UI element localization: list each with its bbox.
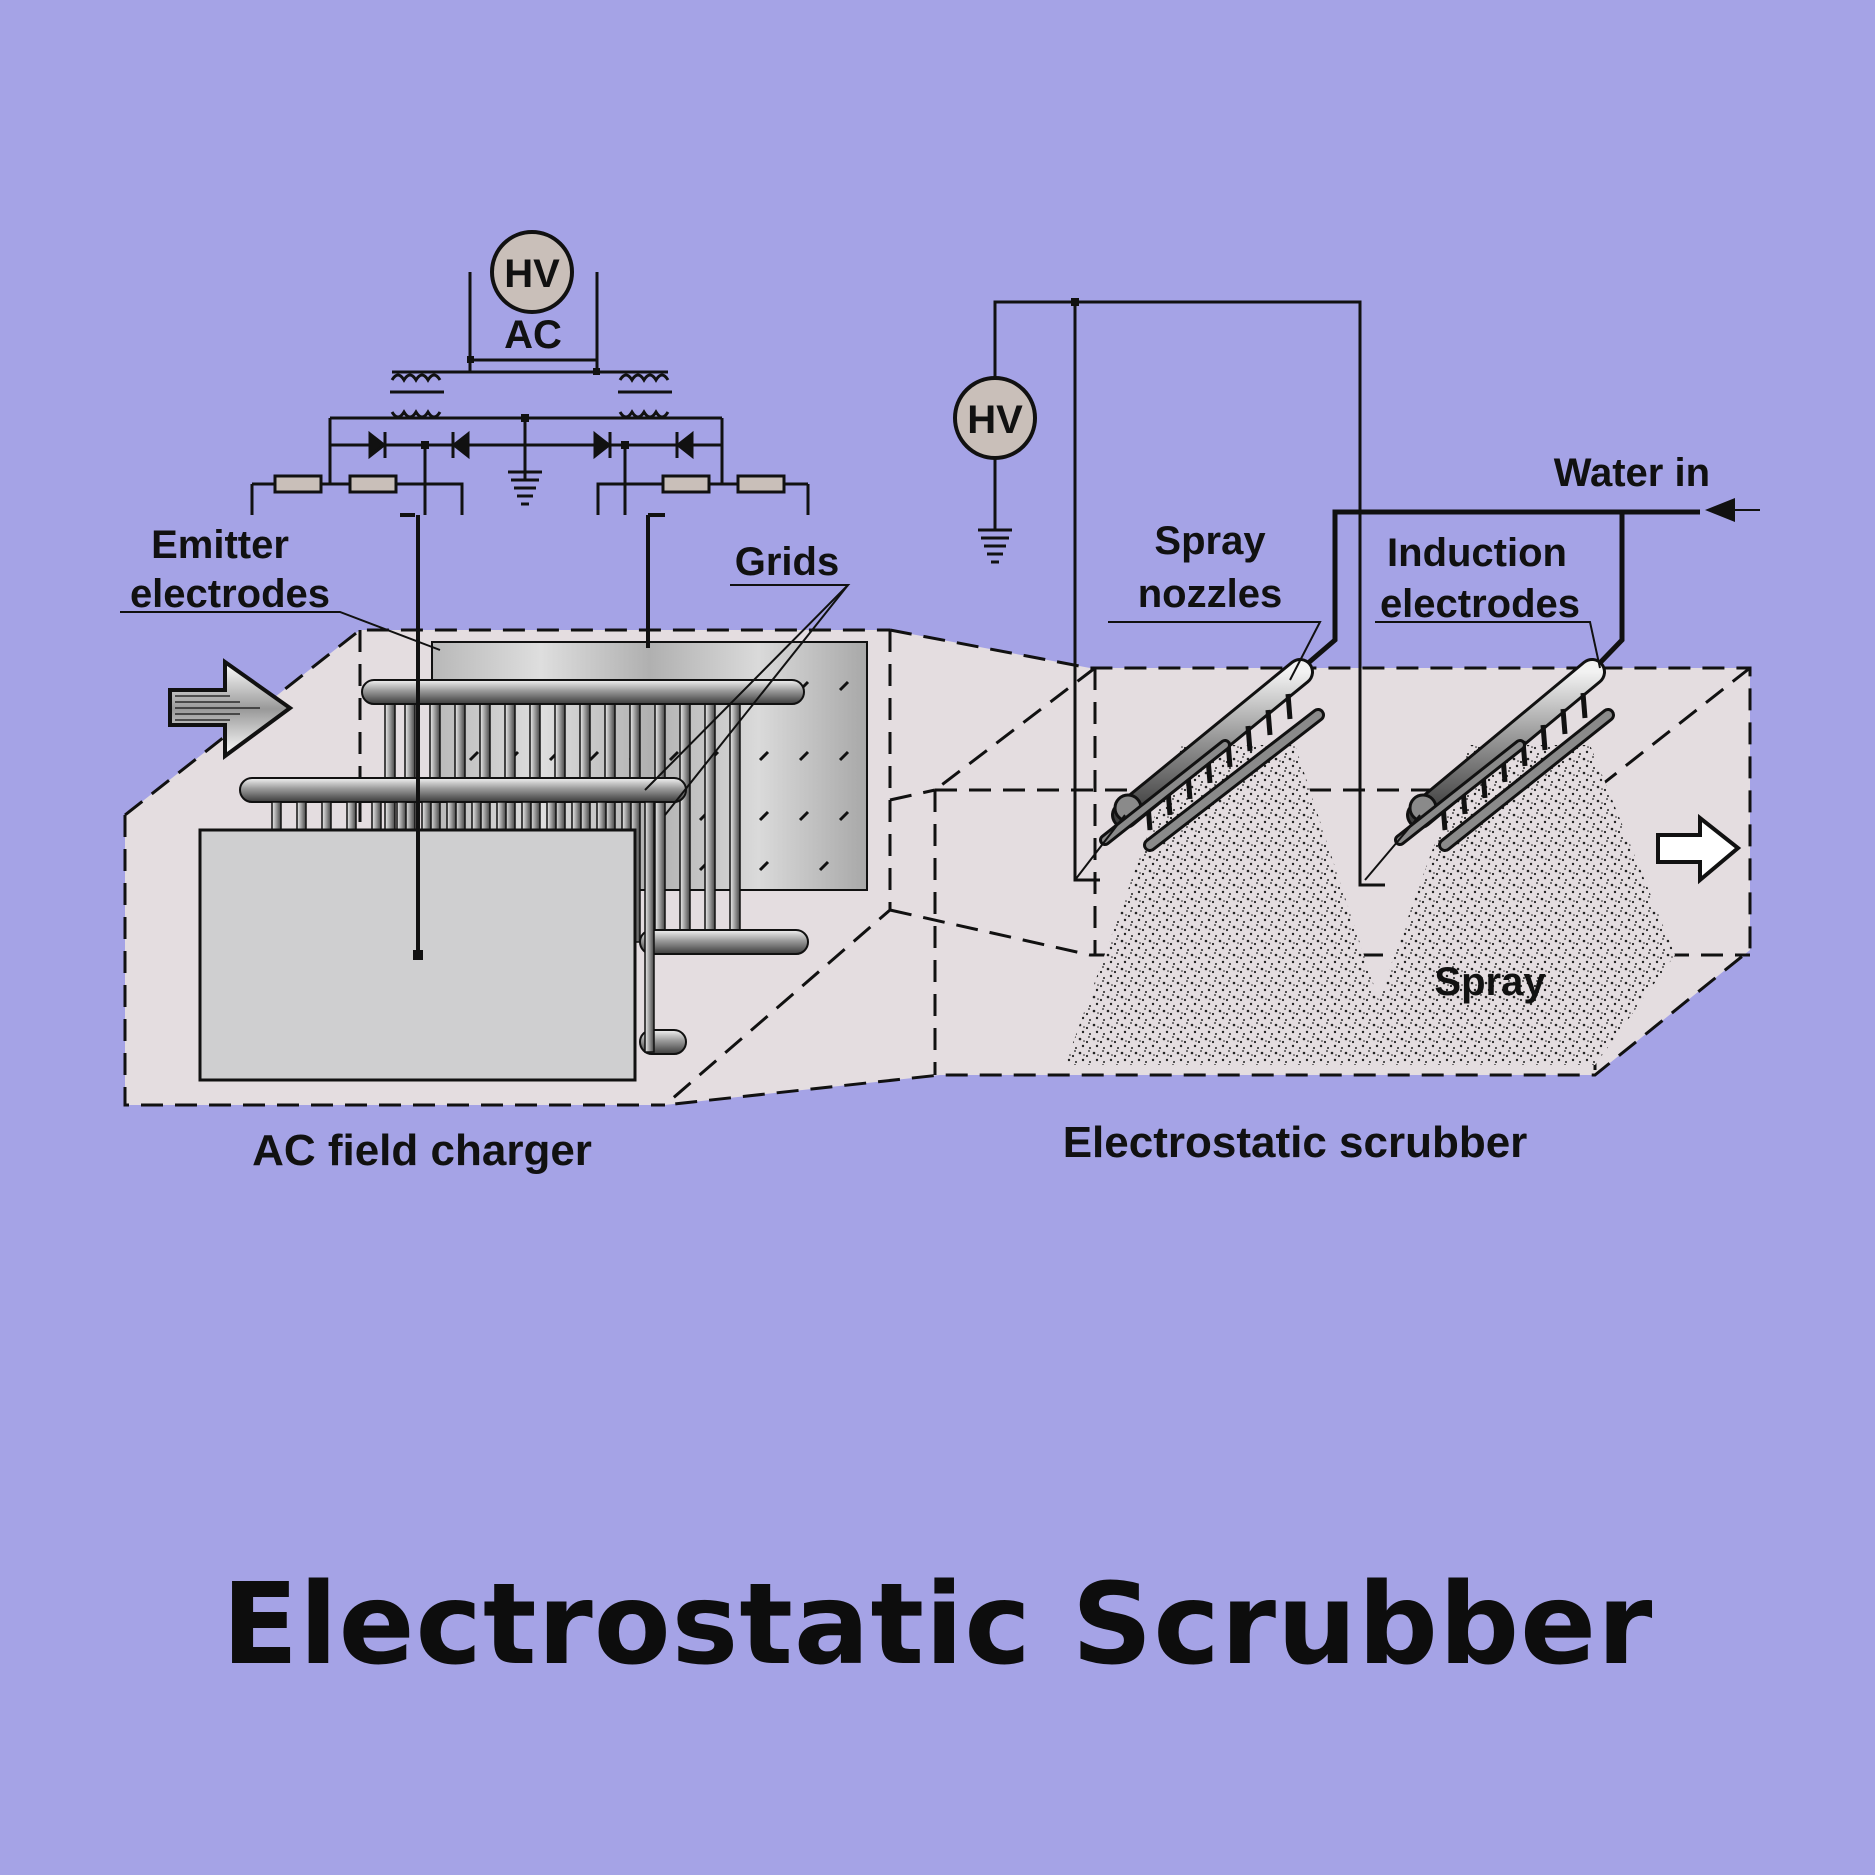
resistors — [273, 474, 786, 494]
ground-symbol-left — [508, 470, 542, 506]
hv-right-label: HV — [967, 398, 1023, 442]
emitter-bar-middle — [239, 777, 687, 803]
diodes — [368, 430, 694, 460]
leader-lines — [120, 584, 1601, 881]
outlet-arrow — [1656, 813, 1742, 885]
spray-cone-right — [1355, 745, 1675, 1065]
ac-label: AC — [504, 313, 562, 357]
induction-electrodes-label-line2: electrodes — [1380, 582, 1580, 626]
emitter-electrodes-label-line2: electrodes — [130, 572, 330, 616]
water-in-label: Water in — [1554, 451, 1710, 495]
inlet-arrow — [168, 658, 294, 760]
hv-source-right: HV — [953, 376, 1037, 460]
spray-nozzles-label-line1: Spray — [1154, 519, 1266, 563]
water-in-arrow — [1705, 498, 1760, 522]
page-title: Electrostatic Scrubber — [221, 1560, 1654, 1690]
ac-field-charger — [198, 513, 868, 1082]
water-line — [1298, 509, 1700, 672]
emitter-electrodes-label-line1: Emitter — [151, 523, 289, 567]
hv-left-label: HV — [504, 252, 560, 296]
grids-label: Grids — [735, 540, 839, 584]
electrostatic-scrubber-label: Electrostatic scrubber — [1063, 1118, 1528, 1167]
induction-electrodes-label-line1: Induction — [1387, 531, 1567, 575]
hv-source-left: HV — [490, 230, 574, 314]
ground-symbol-right — [978, 528, 1012, 564]
emitter-bar-low — [639, 929, 809, 955]
spray-nozzle-header-left — [1099, 658, 1325, 852]
ac-field-charger-label: AC field charger — [252, 1126, 592, 1175]
spray-nozzles-label-line2: nozzles — [1138, 572, 1282, 616]
emitter-bar-top — [361, 679, 805, 705]
spray-nozzle-header-right — [1394, 658, 1615, 852]
spray-cone-left — [1065, 745, 1400, 1065]
spray-label: Spray — [1434, 960, 1546, 1004]
